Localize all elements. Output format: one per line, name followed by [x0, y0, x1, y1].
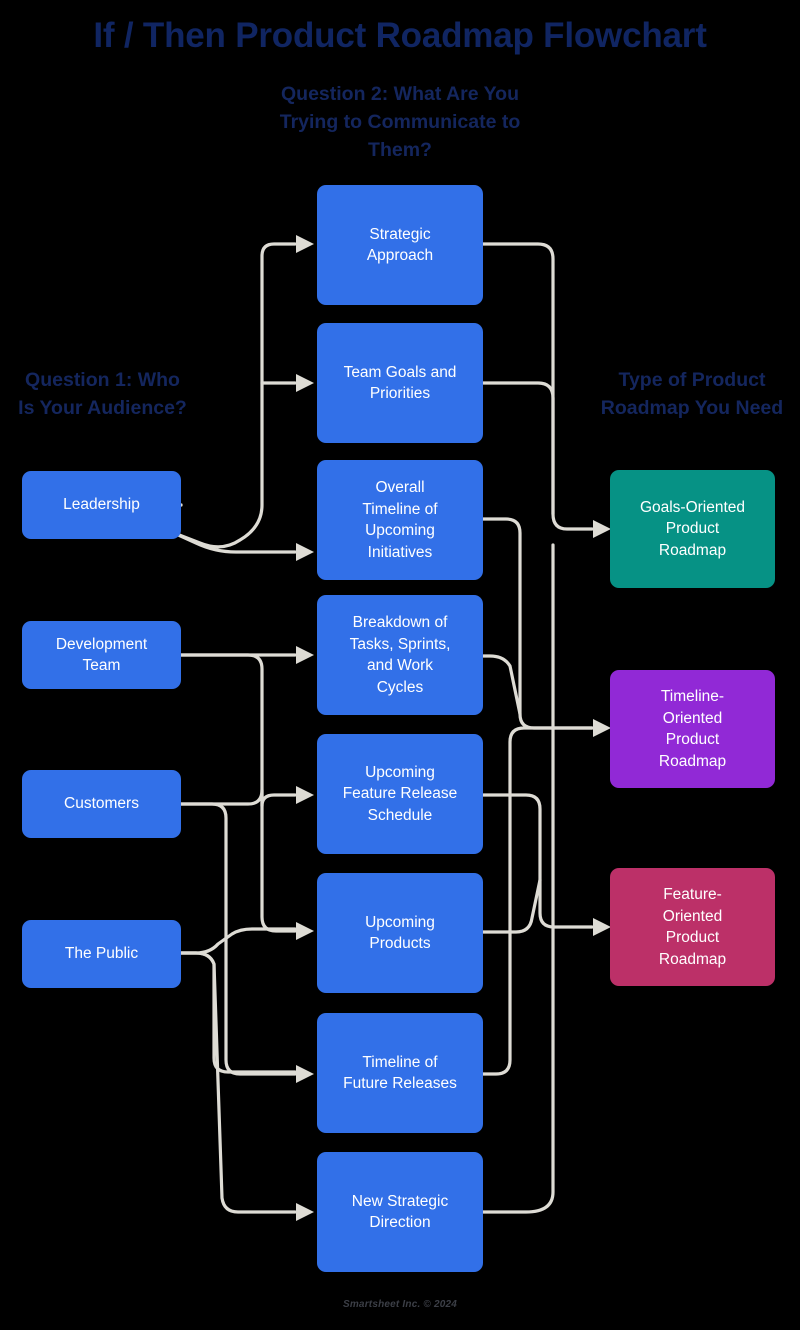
edge-to-goals-group — [481, 242, 594, 1214]
node-goalsroadmap[interactable]: Goals-Oriented Product Roadmap — [610, 470, 775, 588]
column-header-question1: Question 1: Who Is Your Audience? — [18, 369, 187, 419]
arrowhead-newstrategic — [296, 1203, 314, 1221]
node-public[interactable]: The Public — [22, 920, 181, 988]
column-header-question2: Question 2: What Are You Trying to Commu… — [279, 83, 521, 161]
arrowhead-futurereleases — [296, 1065, 314, 1083]
node-overall[interactable]: Overall Timeline of Upcoming Initiatives — [317, 460, 483, 580]
node-featureroadmap[interactable]: Feature- Oriented Product Roadmap — [610, 868, 775, 986]
node-strategic[interactable]: Strategic Approach — [317, 185, 483, 305]
arrowhead-goals-roadmap — [593, 520, 611, 538]
arrowhead-teamgoals — [296, 374, 314, 392]
edge-customers-group — [179, 788, 297, 1076]
arrowhead-timeline-roadmap — [593, 719, 611, 737]
node-leadership[interactable]: Leadership — [22, 471, 181, 539]
arrowhead-strategic — [296, 235, 314, 253]
node-upcomingprod[interactable]: Upcoming Products — [317, 873, 483, 993]
edge-public-group — [179, 927, 297, 1214]
footer-credit: Smartsheet Inc. © 2024 — [342, 1299, 458, 1310]
page-title: If / Then Product Roadmap Flowchart — [93, 16, 707, 55]
node-featurerel[interactable]: Upcoming Feature Release Schedule — [317, 734, 483, 854]
node-timelineroadmap[interactable]: Timeline- Oriented Product Roadmap — [610, 670, 775, 788]
node-futurerel[interactable]: Timeline of Future Releases — [317, 1013, 483, 1133]
arrowhead-breakdown — [296, 646, 314, 664]
node-devteam[interactable]: Development Team — [22, 621, 181, 689]
node-breakdown[interactable]: Breakdown of Tasks, Sprints, and Work Cy… — [317, 595, 483, 715]
edge-to-timeline-group — [481, 517, 594, 1076]
edge-devteam-group — [179, 653, 297, 933]
arrowhead-featurerelease — [296, 786, 314, 804]
node-customers[interactable]: Customers — [22, 770, 181, 838]
arrowhead-overall — [296, 543, 314, 561]
node-newstrategic[interactable]: New Strategic Direction — [317, 1152, 483, 1272]
edge-to-feature-group — [481, 793, 594, 934]
node-teamgoals[interactable]: Team Goals and Priorities — [317, 323, 483, 443]
column-header-outcome: Type of Product Roadmap You Need — [600, 369, 784, 419]
arrowhead-upcomingproducts — [296, 922, 314, 940]
arrowhead-feature-roadmap — [593, 918, 611, 936]
